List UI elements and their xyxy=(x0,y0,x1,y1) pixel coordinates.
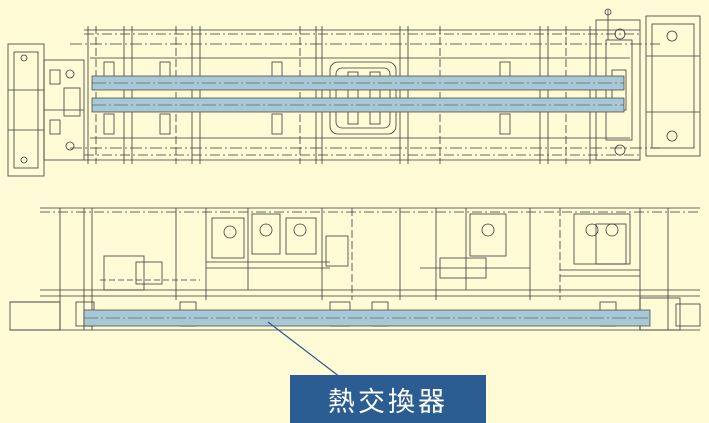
callout-label: 熱交換器 xyxy=(328,386,448,418)
callout-leader-line xyxy=(267,321,341,378)
side-view-heat-exchanger-tube xyxy=(83,309,651,327)
side-view-drawing xyxy=(9,207,701,331)
heat-exchanger-callout: 熱交換器 xyxy=(290,375,486,423)
top-view-drawing xyxy=(7,8,701,177)
top-view-heat-exchanger-tubes xyxy=(91,75,625,113)
